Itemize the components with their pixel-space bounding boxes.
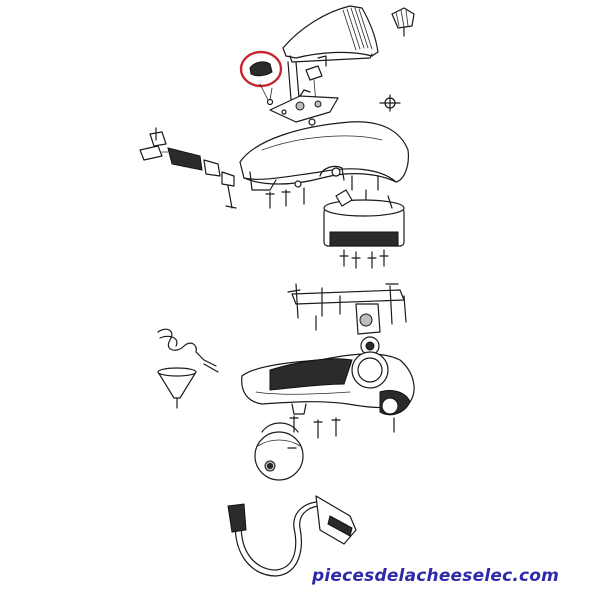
watermark-text: piecesdelacheeselec.com xyxy=(312,566,560,586)
top-plate xyxy=(269,89,339,123)
screws-row-2 xyxy=(289,415,395,439)
steam-valve-assembly xyxy=(139,127,237,209)
steam-hose xyxy=(227,495,357,577)
main-base-body xyxy=(241,351,415,416)
mid-frame-bracket xyxy=(287,283,407,356)
trigger-knob xyxy=(391,7,415,37)
handle-top-cover xyxy=(282,5,379,63)
boiler-tank xyxy=(323,189,405,269)
screws-row-1 xyxy=(265,175,379,209)
detail-magnifier-view xyxy=(254,422,304,481)
screw-head xyxy=(308,118,316,126)
power-cord-coil xyxy=(157,328,219,373)
upper-body-shell xyxy=(239,121,409,191)
small-gear xyxy=(379,94,401,112)
highlighted-clip-part xyxy=(239,50,283,88)
filling-funnel xyxy=(157,367,197,409)
